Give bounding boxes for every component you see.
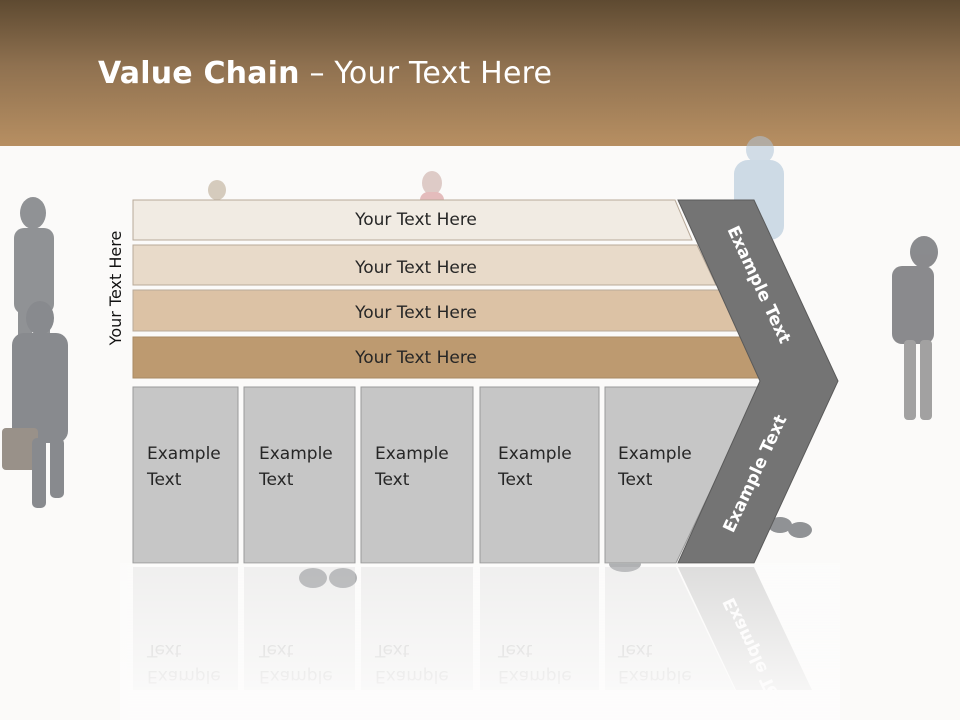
activity-box-1: Example Text bbox=[132, 386, 239, 564]
box-2-line2: Text bbox=[258, 470, 294, 490]
reflection: Example Text Example Text Example Text E… bbox=[120, 563, 840, 720]
activity-box-5: Example Text bbox=[604, 386, 761, 564]
box-4-line1: Example bbox=[498, 444, 572, 464]
slide-title: Value Chain – Your Text Here bbox=[98, 56, 552, 91]
row-1-label: Your Text Here bbox=[354, 210, 477, 230]
side-label: Your Text Here bbox=[106, 231, 125, 347]
support-row-4: Your Text Here bbox=[132, 336, 763, 379]
box-5-line2: Text bbox=[617, 470, 653, 490]
figure-left-suit bbox=[2, 301, 68, 508]
box-2-shape bbox=[243, 386, 356, 564]
box-3-shape bbox=[360, 386, 474, 564]
box-1-shape bbox=[132, 386, 239, 564]
box-1-line1: Example bbox=[147, 444, 221, 464]
reflection-fade bbox=[120, 563, 840, 720]
box-3-line1: Example bbox=[375, 444, 449, 464]
box-2-line1: Example bbox=[259, 444, 333, 464]
box-4-line2: Text bbox=[497, 470, 533, 490]
figure-right-man bbox=[892, 236, 938, 420]
row-2-label: Your Text Here bbox=[354, 258, 477, 278]
title-bold: Value Chain bbox=[98, 56, 300, 91]
box-5-line1: Example bbox=[618, 444, 692, 464]
row-1-bar bbox=[132, 199, 693, 241]
row-4-label: Your Text Here bbox=[354, 348, 477, 368]
box-4-shape bbox=[479, 386, 600, 564]
box-3-line2: Text bbox=[374, 470, 410, 490]
row-3-label: Your Text Here bbox=[354, 303, 477, 323]
title-bar bbox=[0, 0, 960, 146]
title-rest: – Your Text Here bbox=[299, 56, 553, 91]
support-row-2: Your Text Here bbox=[132, 244, 717, 286]
activity-box-4: Example Text bbox=[479, 386, 600, 564]
activity-box-2: Example Text bbox=[243, 386, 356, 564]
box-1-line2: Text bbox=[146, 470, 182, 490]
support-row-3: Your Text Here bbox=[132, 289, 740, 332]
figure-top-tan bbox=[208, 180, 226, 200]
activity-box-3: Example Text bbox=[360, 386, 474, 564]
support-row-1: Your Text Here bbox=[132, 199, 693, 241]
